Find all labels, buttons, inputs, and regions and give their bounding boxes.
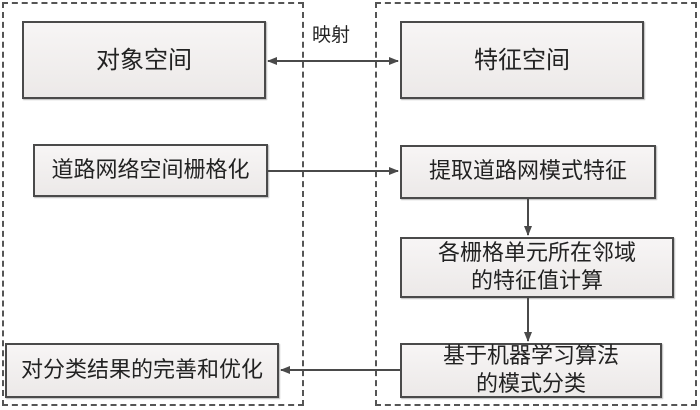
object-space-box: 对象空间 (22, 21, 266, 99)
mapping-label: 映射 (312, 24, 351, 46)
rasterize-box: 道路网络空间栅格化 (33, 144, 268, 197)
object-space-label: 对象空间 (96, 46, 192, 74)
refine-box: 对分类结果的完善和优化 (5, 343, 279, 398)
rasterize-label: 道路网络空间栅格化 (51, 157, 250, 183)
compute-values-box: 各栅格单元所在邻域 的特征值计算 (400, 237, 674, 298)
feature-space-box: 特征空间 (400, 21, 644, 99)
compute-values-label: 各栅格单元所在邻域 的特征值计算 (437, 241, 636, 294)
classify-box: 基于机器学习算法 的模式分类 (400, 343, 662, 398)
extract-features-label: 提取道路网模式特征 (428, 159, 627, 185)
classify-label: 基于机器学习算法 的模式分类 (442, 344, 619, 397)
refine-label: 对分类结果的完善和优化 (20, 357, 263, 383)
feature-space-container (375, 2, 697, 406)
extract-features-box: 提取道路网模式特征 (400, 145, 656, 199)
object-space-container (2, 2, 304, 406)
feature-space-label: 特征空间 (474, 46, 570, 74)
